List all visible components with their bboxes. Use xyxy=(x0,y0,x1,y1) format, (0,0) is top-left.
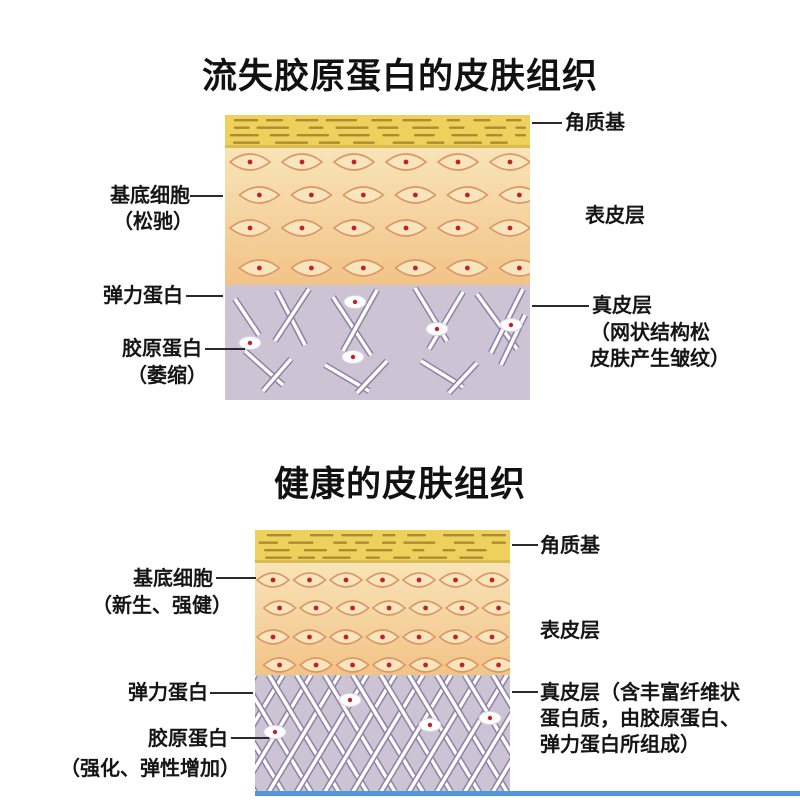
label-dermis-note-1: （网状结构松 xyxy=(590,320,710,344)
label-basal-cells: 基底细胞 xyxy=(110,183,190,207)
skin-diagram-damaged xyxy=(225,115,530,400)
connector-line xyxy=(512,544,538,546)
label-stratum-corneum: 角质基 xyxy=(540,533,600,557)
connector-line xyxy=(205,348,245,350)
label-dermis: 真皮层 xyxy=(592,293,652,317)
connector-line xyxy=(186,295,223,297)
label-dermis-note-2: 皮肤产生皱纹） xyxy=(590,346,730,370)
connector-line xyxy=(216,577,256,579)
connector-line xyxy=(512,691,538,693)
label-collagen-note: （萎缩） xyxy=(127,363,207,387)
label-collagen: 胶原蛋白 xyxy=(148,726,228,750)
label-epidermis: 表皮层 xyxy=(585,203,645,227)
connector-line xyxy=(532,122,562,124)
label-elastin: 弹力蛋白 xyxy=(128,680,208,704)
connector-line xyxy=(231,737,269,739)
connector-line xyxy=(210,692,253,694)
connector-line xyxy=(190,195,223,197)
label-dermis-note-1: 蛋白质，由胶原蛋白、 xyxy=(540,706,740,730)
label-collagen: 胶原蛋白 xyxy=(122,336,202,360)
label-epidermis: 表皮层 xyxy=(540,618,600,642)
label-basal-cells-note: （新生、强健） xyxy=(92,593,232,617)
bottom-blue-line xyxy=(255,791,800,796)
skin-diagram-healthy xyxy=(255,530,510,792)
label-dermis: 真皮层（含丰富纤维状 xyxy=(540,680,740,704)
label-stratum-corneum: 角质基 xyxy=(565,110,625,134)
label-basal-cells-note: （松驰） xyxy=(113,209,193,233)
label-basal-cells: 基底细胞 xyxy=(133,566,213,590)
panel2-title: 健康的皮肤组织 xyxy=(273,465,526,505)
label-collagen-note: （强化、弹性增加） xyxy=(60,756,240,780)
label-elastin: 弹力蛋白 xyxy=(103,283,183,307)
panel1-title: 流失胶原蛋白的皮肤组织 xyxy=(201,57,598,97)
label-dermis-note-2: 弹力蛋白所组成） xyxy=(540,732,700,756)
connector-line xyxy=(532,305,589,307)
